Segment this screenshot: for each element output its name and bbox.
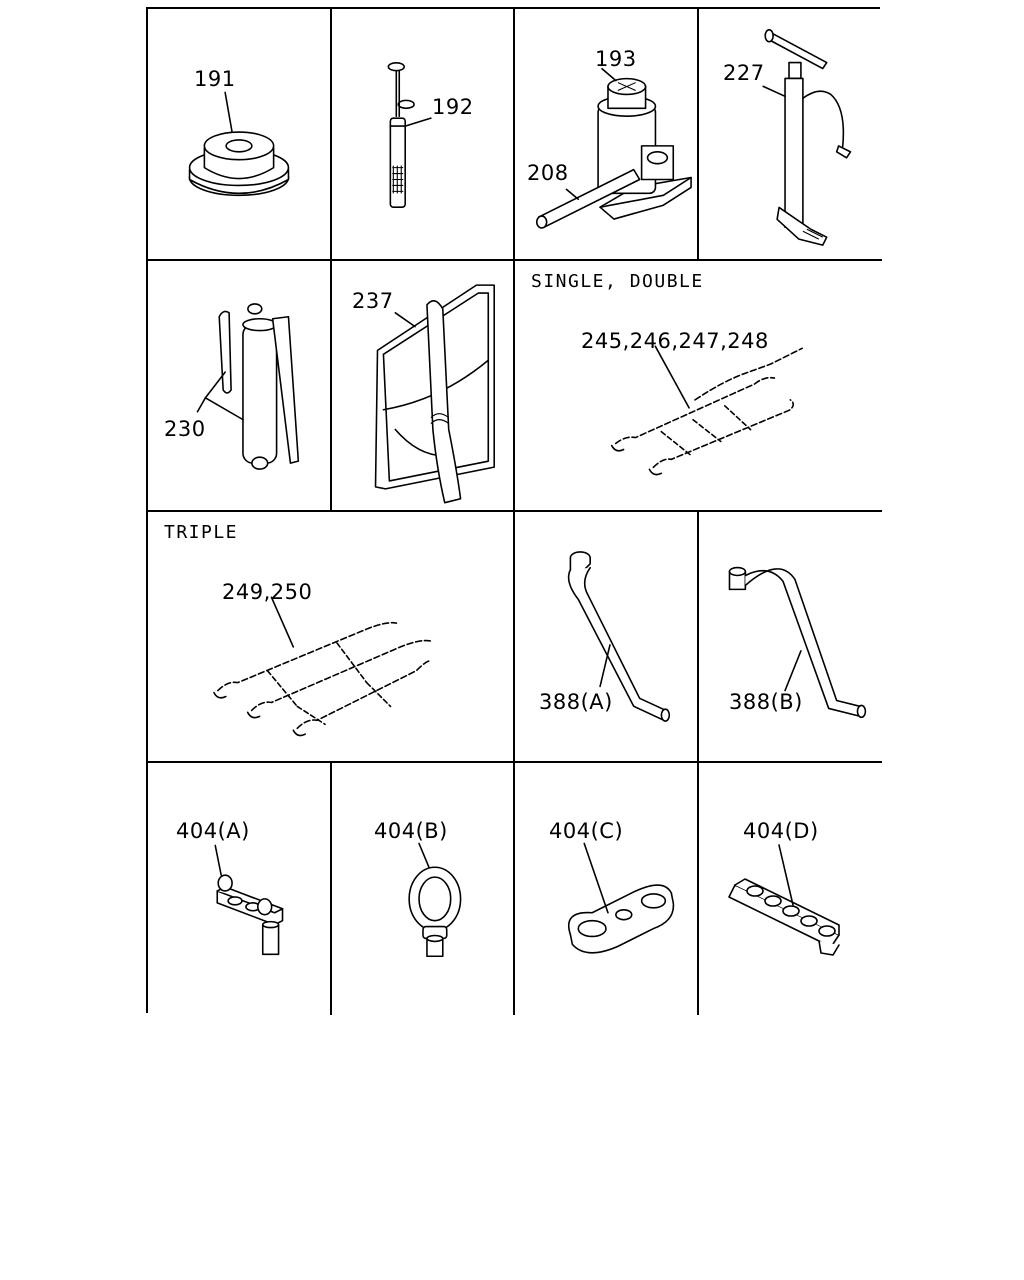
- part-number-227: 227: [723, 61, 765, 85]
- part-number-404d: 404(D): [743, 819, 819, 843]
- cell-part-192: 192: [332, 9, 515, 261]
- tool-bag-illustration: [374, 284, 495, 504]
- part-number-208: 208: [527, 161, 569, 185]
- part-number-193: 193: [595, 47, 637, 71]
- grease-gun-illustration: [196, 303, 300, 470]
- hydraulic-jack-illustration: [535, 67, 692, 229]
- part-number-230: 230: [164, 417, 206, 441]
- tire-chain-single-double-illustration: [610, 345, 803, 476]
- cell-part-193-208: 193 208: [515, 9, 699, 261]
- part-number-388a: 388(A): [539, 690, 613, 714]
- part-number-191: 191: [194, 67, 236, 91]
- cushion-pad-illustration: [188, 91, 290, 197]
- cell-part-227: 227: [699, 9, 882, 261]
- wheel-wrench-b-illustration: [728, 566, 867, 719]
- part-number-237: 237: [352, 289, 394, 313]
- cell-part-404c: 404(C): [515, 763, 699, 1015]
- lifting-plate-c-illustration: [567, 842, 675, 954]
- cell-part-404a: 404(A): [148, 763, 332, 1015]
- cell-part-230: 230: [148, 261, 332, 512]
- lifting-bracket-a-illustration: [214, 844, 284, 956]
- tire-gauge-illustration: [387, 61, 432, 208]
- tire-pump-illustration: [762, 29, 852, 246]
- tire-chain-triple-illustration: [213, 596, 431, 737]
- part-number-192: 192: [432, 95, 474, 119]
- cell-part-404d: 404(D): [699, 763, 882, 1015]
- cell-part-237: 237: [332, 261, 515, 512]
- cell-part-404b: 404(B): [332, 763, 515, 1015]
- part-number-404b: 404(B): [374, 819, 448, 843]
- cell-part-388b: 388(B): [699, 512, 882, 763]
- wheel-wrench-a-illustration: [567, 551, 671, 722]
- part-number-404a: 404(A): [176, 819, 250, 843]
- part-number-404c: 404(C): [549, 819, 624, 843]
- cell-part-245-248: SINGLE, DOUBLE 245,246,247,248: [515, 261, 882, 512]
- cell-part-249-250: TRIPLE 249,250: [148, 512, 515, 763]
- parts-diagram-grid: 191 192 193: [146, 7, 882, 1015]
- part-number-249-250: 249,250: [222, 580, 313, 604]
- caption-single-double: SINGLE, DOUBLE: [531, 271, 704, 292]
- caption-triple: TRIPLE: [164, 522, 239, 543]
- lifting-bar-d-illustration: [728, 844, 840, 956]
- part-number-388b: 388(B): [729, 690, 803, 714]
- cell-part-191: 191: [148, 9, 332, 261]
- eye-bolt-illustration: [408, 842, 462, 958]
- cell-part-388a: 388(A): [515, 512, 699, 763]
- part-number-245-248: 245,246,247,248: [581, 329, 769, 353]
